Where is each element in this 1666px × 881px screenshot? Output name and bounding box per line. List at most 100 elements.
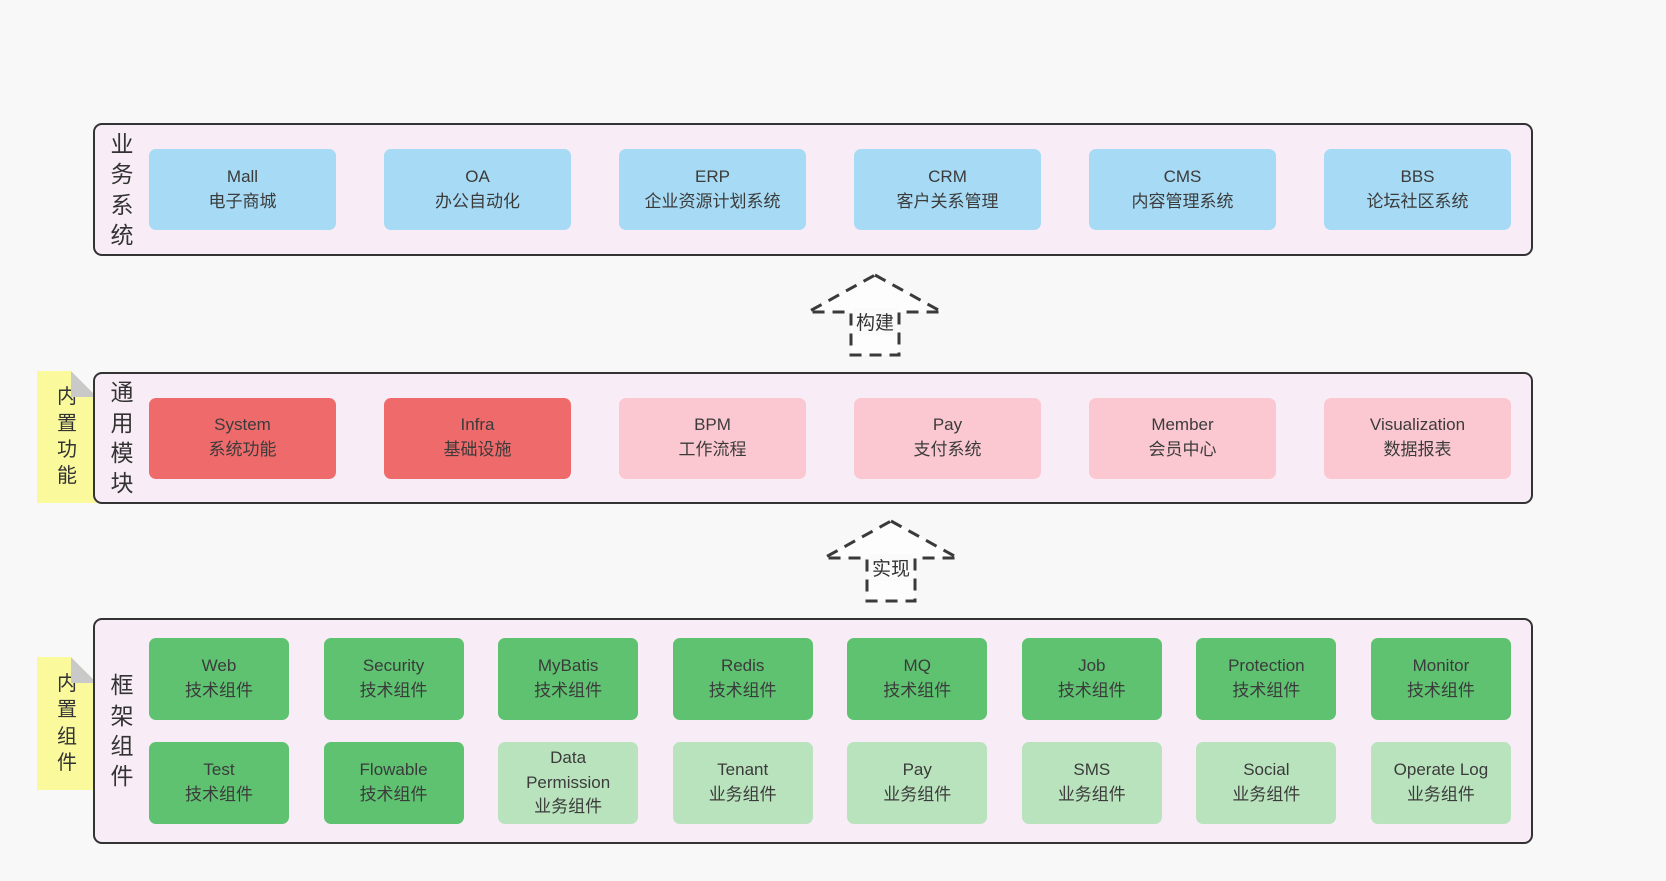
box-title: Redis (720, 656, 765, 676)
box-subtitle: 电子商城 (208, 191, 277, 211)
sticky-note-built-in-components: 内置组件 (37, 657, 97, 790)
arrow-label: 实现 (868, 554, 914, 581)
box-bpm: BPM 工作流程 (619, 397, 806, 479)
box-subtitle: 技术组件 (1057, 681, 1126, 700)
box-oa: OA 办公自动化 (384, 149, 571, 230)
box-subtitle: 基础设施 (443, 440, 512, 459)
box-subtitle: 技术组件 (359, 681, 428, 700)
box-mall: Mall 电子商城 (149, 149, 336, 230)
box-flowable: Flowable 技术组件 (323, 742, 464, 824)
box-pay-business: Pay 业务组件 (847, 742, 988, 824)
box-pay: Pay 支付系统 (854, 397, 1041, 479)
components-rows: Web 技术组件 Security 技术组件 MyBatis 技术组件 Redi… (149, 620, 1531, 842)
box-title: MyBatis (537, 656, 599, 676)
sticky-note-text: 内置组件 (57, 672, 77, 774)
layer-label-text: 业务系统 (110, 130, 134, 248)
box-title: OA (465, 166, 490, 186)
box-subtitle: 内容管理系统 (1131, 191, 1234, 211)
box-infra: Infra 基础设施 (384, 397, 571, 479)
box-title: Job (1078, 656, 1106, 676)
box-title: Mall (226, 166, 259, 186)
box-title: ERP (695, 166, 730, 186)
up-arrow-build: 构建 (805, 272, 945, 358)
box-subtitle: 业务组件 (883, 785, 952, 804)
box-cms: CMS 内容管理系统 (1089, 149, 1276, 230)
box-crm: CRM 客户关系管理 (854, 149, 1041, 230)
box-title: BBS (1400, 166, 1435, 186)
box-title: Web (201, 656, 237, 676)
box-subtitle: 业务组件 (1057, 785, 1126, 804)
box-subtitle: 数据报表 (1383, 440, 1452, 459)
box-title: BPM (694, 415, 731, 435)
box-mq: MQ 技术组件 (847, 638, 988, 720)
box-subtitle: 工作流程 (678, 440, 747, 459)
arrow-label: 构建 (852, 308, 898, 335)
box-web: Web 技术组件 (149, 638, 289, 720)
box-subtitle: 业务组件 (1406, 785, 1475, 804)
box-title: CRM (928, 166, 967, 186)
box-title: Pay (902, 760, 932, 780)
box-visualization: Visualization 数据报表 (1324, 397, 1511, 479)
box-redis: Redis 技术组件 (672, 638, 813, 720)
box-title: System (214, 415, 271, 435)
box-title: Data Permission (526, 748, 611, 792)
layer-framework-components: 框架组件 Web 技术组件 Security 技术组件 MyBatis 技术组件… (93, 618, 1533, 844)
box-title: Operate Log (1393, 760, 1489, 780)
box-test: Test 技术组件 (149, 742, 289, 824)
box-subtitle: 业务组件 (534, 797, 603, 817)
business-box-row: Mall 电子商城 OA 办公自动化 ERP 企业资源计划系统 CRM 客户关系… (149, 125, 1531, 254)
box-title: Protection (1228, 656, 1305, 676)
box-title: Member (1151, 415, 1214, 435)
layer-common-modules: 通用模块 System 系统功能 Infra 基础设施 BPM 工作流程 Pay… (93, 372, 1533, 504)
box-job: Job 技术组件 (1021, 638, 1162, 720)
layer-label-business: 业务系统 (95, 125, 149, 254)
components-row-2: Test 技术组件 Flowable 技术组件 Data Permission … (149, 742, 1511, 824)
layer-label-text: 框架组件 (110, 672, 134, 790)
box-title: MQ (903, 656, 931, 676)
box-subtitle: 会员中心 (1148, 440, 1217, 459)
sticky-note-built-in-functions: 内置功能 (37, 371, 97, 503)
box-title: Test (203, 760, 235, 780)
box-title: Visualization (1369, 415, 1466, 435)
box-subtitle: 办公自动化 (435, 191, 520, 211)
box-subtitle: 技术组件 (1232, 681, 1301, 700)
box-title: Security (362, 656, 425, 676)
box-subtitle: 技术组件 (883, 681, 952, 700)
box-tenant: Tenant 业务组件 (672, 742, 813, 824)
box-subtitle: 业务组件 (708, 785, 777, 804)
components-row-1: Web 技术组件 Security 技术组件 MyBatis 技术组件 Redi… (149, 638, 1511, 720)
box-subtitle: 业务组件 (1232, 785, 1301, 804)
box-mybatis: MyBatis 技术组件 (498, 638, 639, 720)
box-subtitle: 技术组件 (185, 681, 253, 700)
layer-label-modules: 通用模块 (95, 374, 149, 502)
up-arrow-implement: 实现 (821, 518, 961, 604)
box-data-permission: Data Permission 业务组件 (498, 742, 639, 824)
box-system: System 系统功能 (149, 397, 336, 479)
box-title: Infra (460, 415, 495, 435)
box-member: Member 会员中心 (1089, 397, 1276, 479)
box-subtitle: 客户关系管理 (896, 191, 999, 211)
modules-box-row: System 系统功能 Infra 基础设施 BPM 工作流程 Pay 支付系统… (149, 374, 1531, 502)
box-social: Social 业务组件 (1196, 742, 1337, 824)
box-subtitle: 系统功能 (208, 440, 277, 459)
box-bbs: BBS 论坛社区系统 (1324, 149, 1511, 230)
box-subtitle: 技术组件 (185, 785, 253, 804)
layer-label-components: 框架组件 (95, 620, 149, 842)
layer-business-systems: 业务系统 Mall 电子商城 OA 办公自动化 ERP 企业资源计划系统 CRM… (93, 123, 1533, 256)
box-subtitle: 技术组件 (534, 681, 603, 700)
box-monitor: Monitor 技术组件 (1370, 638, 1511, 720)
box-operate-log: Operate Log 业务组件 (1370, 742, 1511, 824)
box-subtitle: 企业资源计划系统 (644, 191, 781, 211)
layer-label-text: 通用模块 (110, 379, 134, 497)
box-sms: SMS 业务组件 (1021, 742, 1162, 824)
box-title: Tenant (717, 760, 769, 780)
sticky-note-text: 内置功能 (57, 386, 77, 488)
box-title: Flowable (359, 760, 428, 780)
box-subtitle: 支付系统 (913, 440, 982, 459)
box-title: CMS (1163, 166, 1202, 186)
box-title: Social (1243, 760, 1290, 780)
box-title: Pay (932, 415, 963, 435)
box-subtitle: 论坛社区系统 (1366, 191, 1469, 211)
box-protection: Protection 技术组件 (1196, 638, 1337, 720)
